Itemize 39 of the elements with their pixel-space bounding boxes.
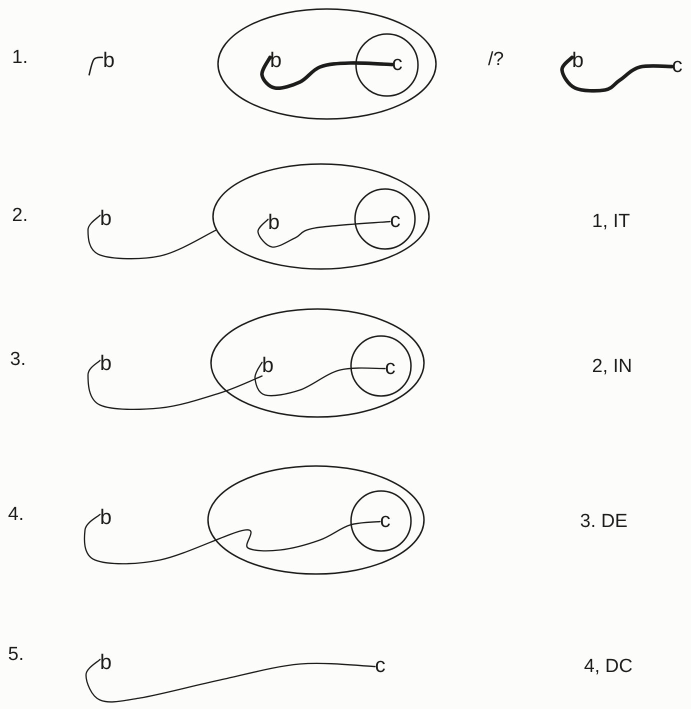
letter-label: b <box>100 507 112 528</box>
answer-label: 1, IT <box>592 212 630 231</box>
circle-outline <box>354 188 416 250</box>
question-label: /? <box>488 50 504 69</box>
answer-label: 3. DE <box>580 512 628 531</box>
row-number: 2. <box>12 206 28 225</box>
letter-label: b <box>100 652 112 673</box>
circle-outline <box>350 490 412 552</box>
letter-label: c <box>380 510 390 531</box>
answer-label: 4, DC <box>584 657 633 676</box>
oval-outline <box>210 308 425 418</box>
answer-label: 2, IN <box>592 357 632 376</box>
curved-line <box>257 218 391 248</box>
oval-outline <box>207 465 425 575</box>
letter-label: b <box>100 353 112 374</box>
row-number: 1. <box>12 48 28 67</box>
letter-label: c <box>390 210 400 231</box>
letter-label: b <box>268 212 280 233</box>
row-number: 3. <box>10 350 26 369</box>
letter-label: b <box>270 50 282 71</box>
row-number: 4. <box>8 505 24 524</box>
row-number: 5. <box>8 645 24 664</box>
curved-line <box>87 214 216 260</box>
curved-line <box>254 362 386 396</box>
letter-label: c <box>672 55 682 76</box>
letter-label: b <box>572 50 584 71</box>
letter-label: c <box>375 655 386 676</box>
curved-line <box>85 658 376 703</box>
letter-label: b <box>103 50 115 71</box>
letter-label: c <box>392 53 402 74</box>
letter-label: b <box>262 355 274 376</box>
letter-label: b <box>100 208 112 229</box>
circle-outline <box>355 33 419 97</box>
curved-line <box>87 360 263 410</box>
curved-line <box>84 514 381 564</box>
oval-outline <box>212 163 430 270</box>
oval-outline <box>217 8 437 120</box>
letter-label: c <box>385 357 396 378</box>
circle-outline <box>350 335 412 397</box>
